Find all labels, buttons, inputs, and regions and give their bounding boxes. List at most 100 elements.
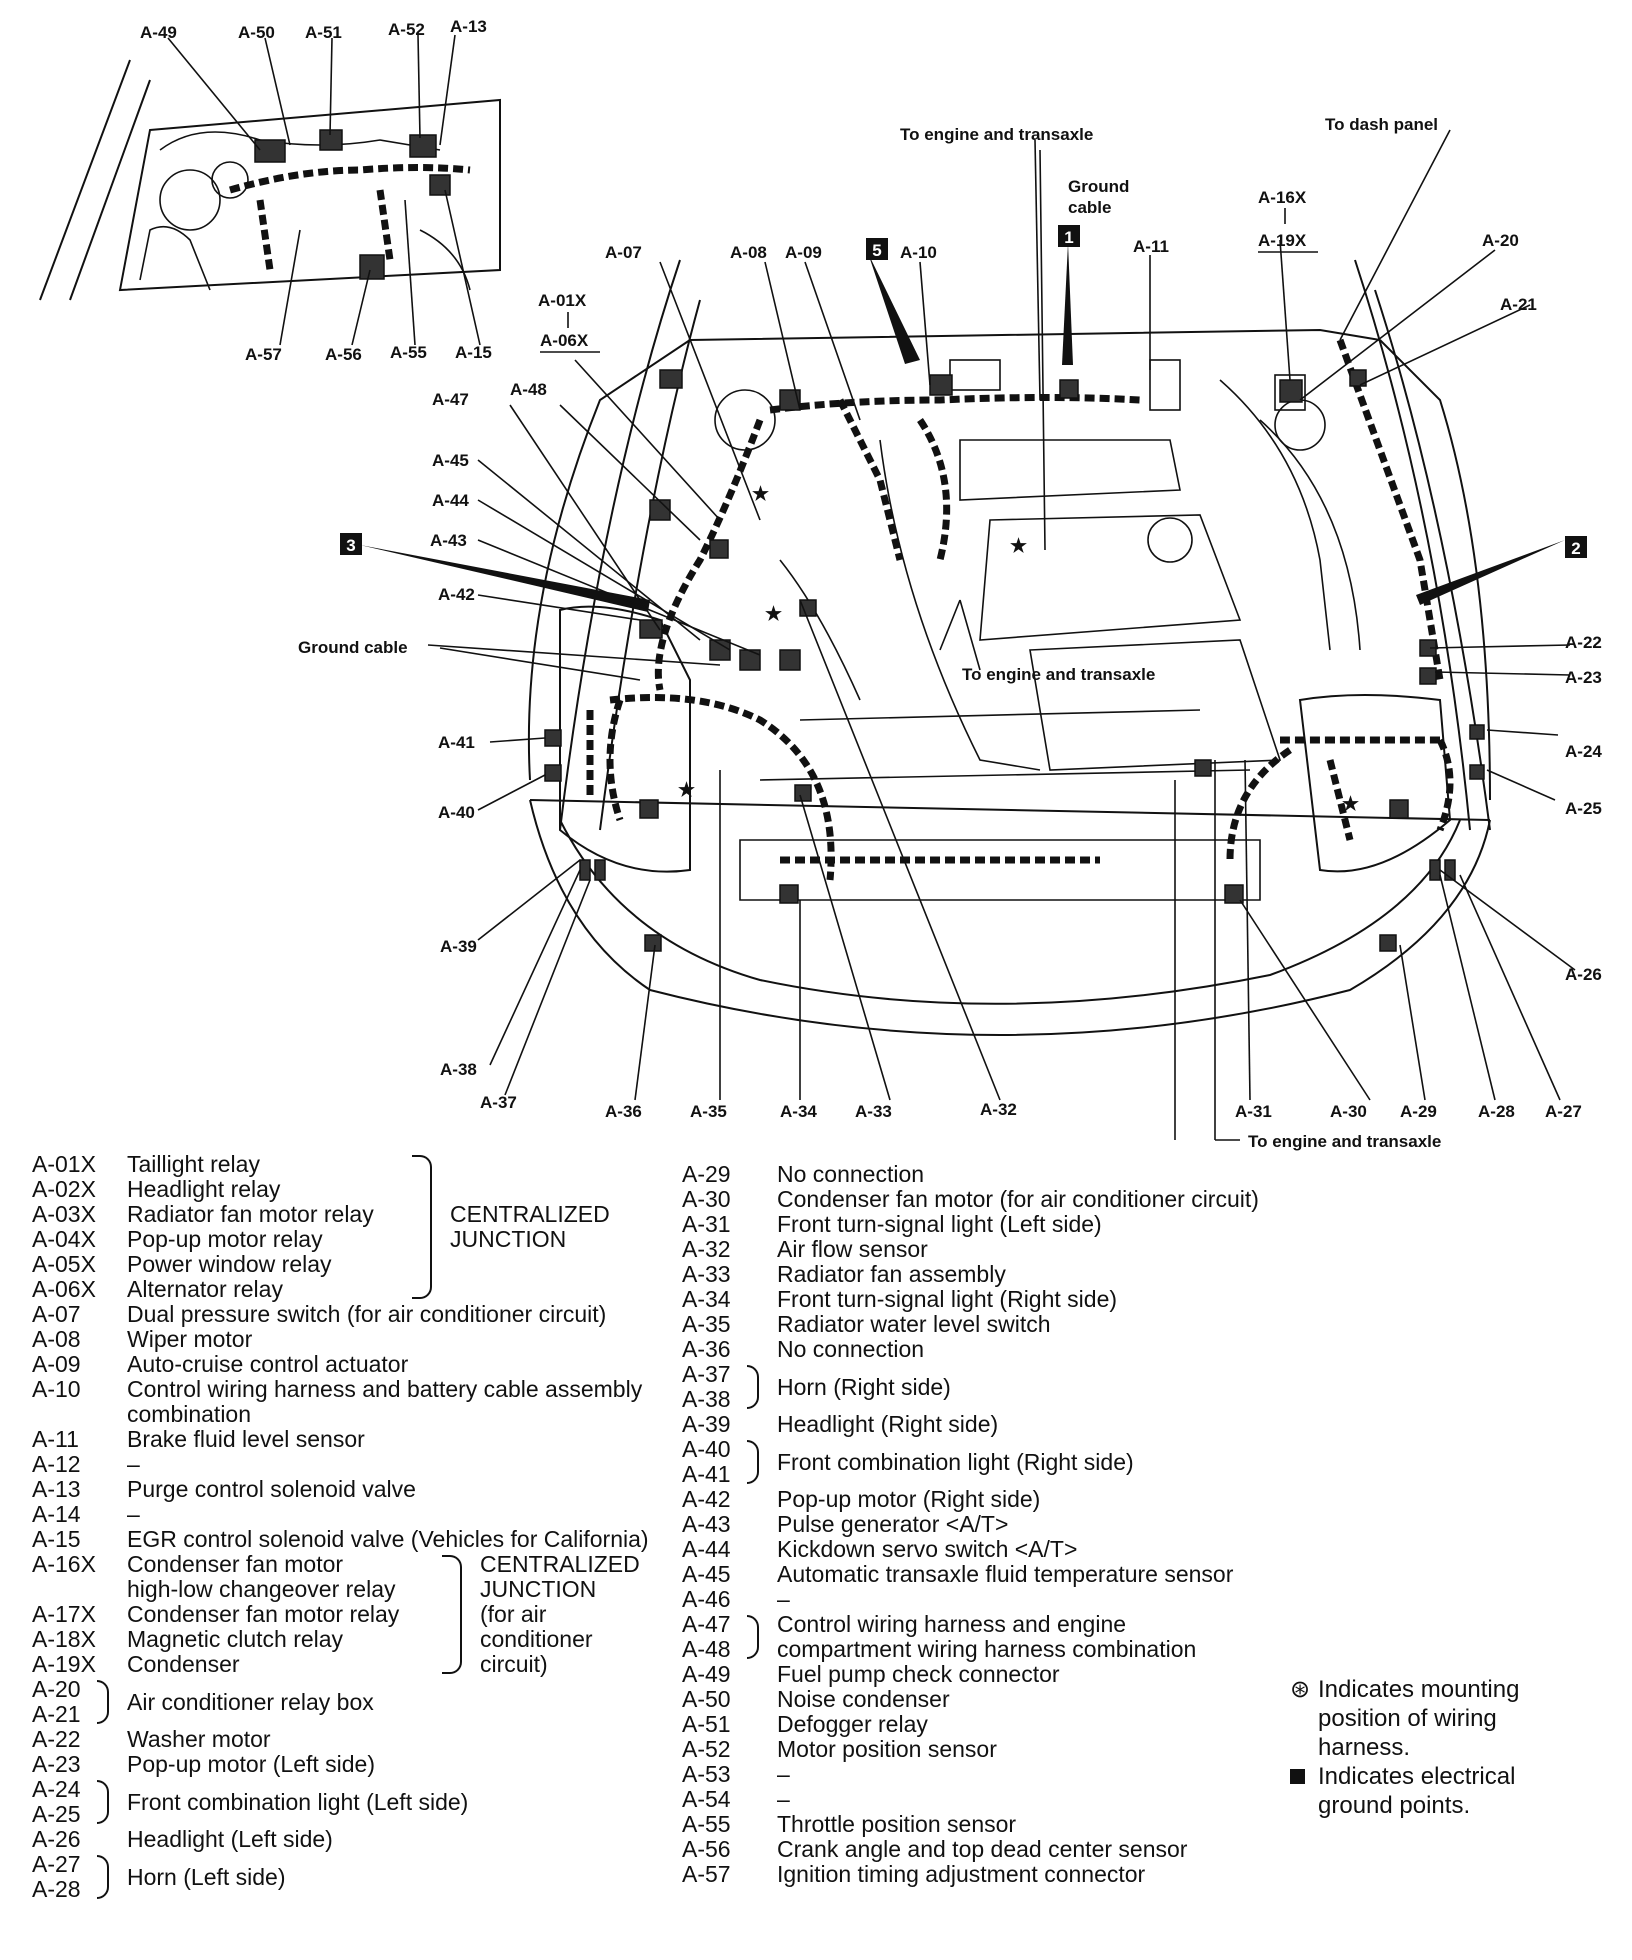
legend-desc: Pulse generator <A/T>	[777, 1511, 1009, 1537]
legend-code: A-43	[682, 1511, 731, 1537]
callout-a11: A-11	[1133, 237, 1169, 256]
legend-code	[32, 1577, 127, 1602]
legend-desc: Headlight (Left side)	[127, 1826, 333, 1852]
ground-marker-5: 5	[866, 238, 888, 260]
legend-desc: Wiper motor	[127, 1326, 253, 1352]
legend-brace	[442, 1555, 462, 1674]
legend-code: A-21	[32, 1701, 81, 1727]
legend-code: A-46	[682, 1586, 731, 1612]
legend-desc: Pop-up motor (Left side)	[127, 1751, 376, 1777]
legend-group-a37-a38: A-37 A-38 Horn (Right side)	[682, 1362, 1282, 1412]
legend-code: A-06X	[32, 1276, 96, 1302]
legend-group1-codes: A-01X A-02X A-03X A-04X A-05X A-06X	[32, 1152, 127, 1302]
legend-row-a26: A-26 Headlight (Left side)	[32, 1827, 672, 1852]
legend-code: A-31	[682, 1211, 731, 1237]
legend-code: A-41	[682, 1461, 731, 1487]
callout-a27: A-27	[1545, 1102, 1582, 1121]
legend-code: A-44	[682, 1536, 731, 1562]
legend-desc: Air conditioner relay box	[127, 1688, 374, 1715]
legend-group-centralized-junction: A-01X A-02X A-03X A-04X A-05X A-06X Tail…	[32, 1152, 672, 1302]
legend-group-ac-centralized-junction: A-16X A-17X A-18X A-19X Condenser fan mo…	[32, 1552, 672, 1677]
legend-row-a43: A-43 Pulse generator <A/T>	[682, 1512, 1282, 1537]
legend-code: A-12	[32, 1451, 81, 1477]
legend-desc: Horn (Right side)	[777, 1373, 951, 1400]
legend-desc: Air flow sensor	[777, 1236, 928, 1262]
legend-desc: –	[777, 1786, 790, 1812]
callout-a48: A-48	[510, 380, 547, 399]
legend-code: A-26	[32, 1826, 81, 1852]
legend-code: A-20	[32, 1676, 81, 1702]
legend-desc: Purge control solenoid valve	[127, 1476, 416, 1502]
legend-desc: Pop-up motor relay	[127, 1226, 323, 1252]
legend-desc: Front turn-signal light (Left side)	[777, 1211, 1102, 1237]
legend-code: A-57	[682, 1861, 731, 1887]
legend-code: A-37	[682, 1361, 731, 1387]
legend-code: A-54	[682, 1786, 731, 1812]
legend-desc: –	[127, 1501, 140, 1527]
legend-group2-descs: Condenser fan motor high-low changeover …	[127, 1552, 442, 1677]
callout-a52: A-52	[388, 20, 425, 39]
legend-row-a14: A-14–	[32, 1502, 672, 1527]
legend-codes: A-24 A-25	[32, 1777, 97, 1827]
legend-row-a46: A-46–	[682, 1587, 1282, 1612]
legend-note-line: CENTRALIZED	[450, 1201, 610, 1227]
legend-desc: Radiator fan assembly	[777, 1261, 1006, 1287]
legend-code: A-28	[32, 1876, 81, 1902]
svg-text:5: 5	[872, 241, 881, 260]
note-mounting-position: ⊛ Indicates mounting position of wiring …	[1290, 1675, 1590, 1762]
callout-a44: A-44	[432, 491, 469, 510]
legend-desc: Headlight relay	[127, 1176, 281, 1202]
legend-desc: Front combination light (Left side)	[127, 1788, 469, 1815]
text-to-engine-top: To engine and transaxle	[900, 125, 1093, 144]
legend-code: A-04X	[32, 1226, 96, 1252]
legend-brace	[412, 1155, 432, 1299]
legend-code: A-45	[682, 1561, 731, 1587]
legend-code: A-16X	[32, 1551, 96, 1577]
legend-row-a54: A-54 –	[682, 1787, 1282, 1812]
legend-code: A-09	[32, 1351, 81, 1377]
legend-desc: –	[777, 1761, 790, 1787]
legend-code: A-36	[682, 1336, 731, 1362]
legend-desc: Control wiring harness and battery cable…	[127, 1376, 643, 1427]
text-to-dash-panel: To dash panel	[1325, 115, 1438, 134]
legend-row-a31: A-31 Front turn-signal light (Left side)	[682, 1212, 1282, 1237]
legend-codes: A-37 A-38	[682, 1362, 747, 1412]
callout-a20: A-20	[1482, 231, 1519, 250]
legend-code: A-07	[32, 1301, 81, 1327]
legend-row-a22: A-22 Washer motor	[32, 1727, 672, 1752]
svg-text:★: ★	[678, 780, 695, 801]
callout-a28: A-28	[1478, 1102, 1515, 1121]
legend-code: A-22	[32, 1726, 81, 1752]
legend-code: A-34	[682, 1286, 731, 1312]
callout-a21: A-21	[1500, 295, 1537, 314]
text-ground-cable-top-2: cable	[1068, 198, 1111, 217]
legend-group-a27-a28: A-27 A-28 Horn (Left side)	[32, 1852, 672, 1902]
note-line: Indicates electrical	[1318, 1763, 1516, 1790]
callout-a29: A-29	[1400, 1102, 1437, 1121]
legend-brace	[97, 1780, 109, 1824]
note-line: Indicates mounting	[1318, 1676, 1520, 1703]
legend-desc: Washer motor	[127, 1726, 271, 1752]
legend-desc: Fuel pump check connector	[777, 1661, 1060, 1687]
legend-desc: high-low changeover relay	[127, 1576, 396, 1602]
legend-code: A-47	[682, 1611, 731, 1637]
legend-code: A-51	[682, 1711, 731, 1737]
legend-desc: Front turn-signal light (Right side)	[777, 1286, 1118, 1312]
callout-a37: A-37	[480, 1093, 517, 1112]
legend-desc: Throttle position sensor	[777, 1811, 1017, 1837]
callout-a55: A-55	[390, 343, 427, 362]
black-square-icon	[1290, 1769, 1305, 1784]
legend-code: A-52	[682, 1736, 731, 1762]
legend-desc: EGR control solenoid valve (Vehicles for…	[127, 1526, 649, 1552]
callout-a13: A-13	[450, 17, 487, 36]
